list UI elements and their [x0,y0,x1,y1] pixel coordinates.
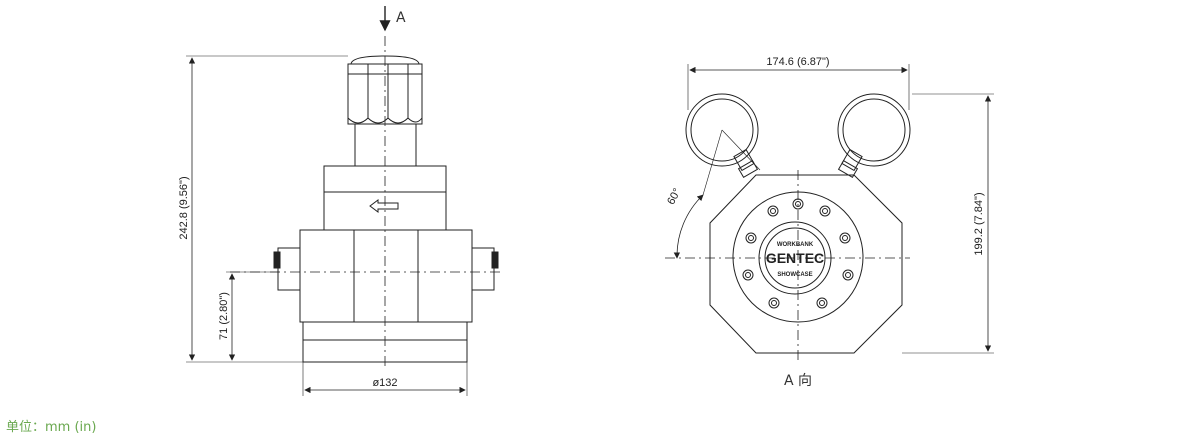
overall-height-label: 242.8 (9.56") [178,176,190,239]
right-port [471,247,495,291]
top-height-label: 199.2 (7.84") [973,192,985,255]
top-view [665,64,994,360]
flow-arrow [369,199,399,213]
angle-label: 60° [665,186,683,206]
bolt-pattern [742,198,854,309]
left-port [277,247,301,291]
diameter-label: ø132 [372,377,397,389]
octagon-body [709,174,903,354]
valve-body [299,229,473,323]
port-height-label: 71 (2.80") [218,292,230,340]
brand-arc-top: WORKBANK [777,242,814,248]
brand-logo: GENTEC [766,250,824,266]
unit-note: 单位：mm (in) [6,420,97,435]
top-width-label: 174.6 (6.87") [766,56,829,68]
angle-dimension [673,194,704,259]
right-pressure-gauge [837,93,911,179]
view-label-a: A [396,10,406,26]
brand-arc-bottom: SHOWCASE [777,272,812,278]
view-caption: A 向 [784,373,812,389]
side-view [186,6,500,396]
bonnet-neck [354,123,417,167]
knob-body [347,63,423,125]
left-pressure-gauge [685,93,759,179]
